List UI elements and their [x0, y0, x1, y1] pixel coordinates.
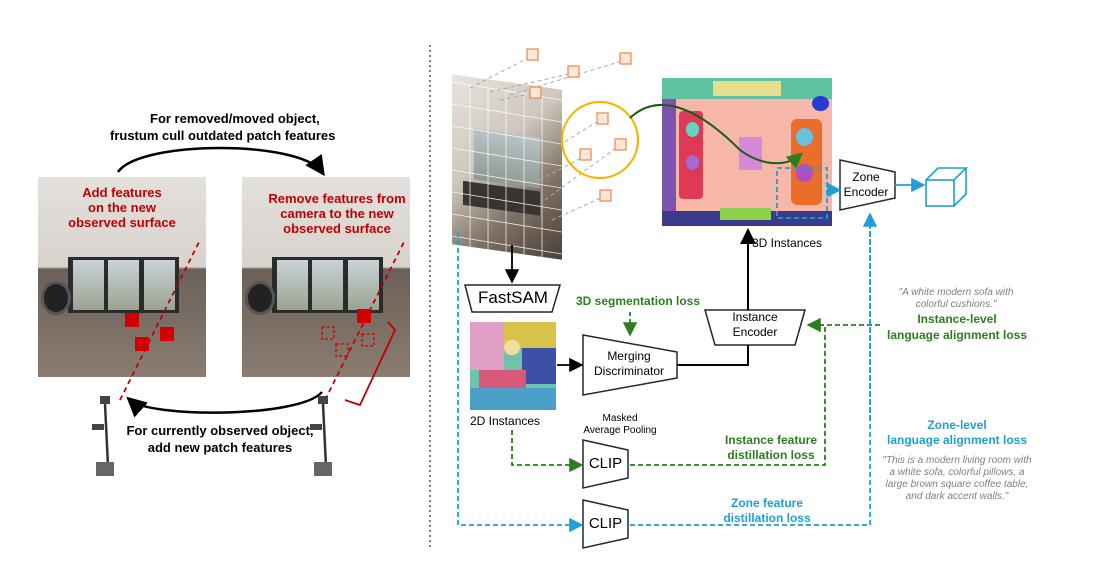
remove-label-line2: camera to the new: [280, 206, 394, 221]
zone-align-line1: Zone-level: [927, 418, 987, 432]
sofa-quote-line2: colorful cushions.": [915, 299, 997, 310]
top-caption-line2: frustum cull outdated patch features: [110, 128, 336, 143]
instances-2d-label: 2D Instances: [470, 414, 541, 428]
masked-pool-line1: Masked: [602, 413, 638, 424]
robot-camera-icon: [310, 396, 332, 476]
top-caption-line1: For removed/moved object,: [150, 111, 320, 126]
masked-pool-line2: Average Pooling: [583, 425, 657, 436]
zone-box: [776, 167, 828, 219]
instance-encoder-line2: Encoder: [732, 325, 778, 339]
removed-patch: [321, 326, 335, 340]
removed-patch: [361, 333, 375, 347]
add-label-line2: on the new: [88, 200, 156, 215]
fastsam-label: FastSAM: [478, 288, 548, 307]
bottom-caption-line2: add new patch features: [147, 440, 293, 455]
room-quote-line2: a white sofa, colorful pillows, a: [889, 467, 1025, 478]
room-quote-line3: large brown square coffee table,: [885, 479, 1029, 490]
room-photo-after: [242, 177, 410, 377]
instance-encoder-box: [704, 309, 806, 346]
zone-distill-line2: distillation loss: [723, 511, 811, 525]
room-quote-line4: and dark accent walls.": [905, 491, 1009, 502]
instance-align-line2: language alignment loss: [886, 328, 1028, 342]
sofa-quote-line1: "A white modern sofa with: [898, 287, 1014, 298]
cube-icon: [925, 167, 968, 207]
instances-3d-label: 3D Instances: [752, 236, 823, 250]
instance-align-line1: Instance-level: [917, 312, 997, 326]
zone-encoder-line2: Encoder: [843, 185, 889, 199]
patch-grid: [451, 81, 563, 271]
feature-patch: [135, 337, 149, 351]
merging-box: [582, 334, 678, 396]
green-link-curve: [629, 103, 804, 169]
zone-distill-path-left: [457, 232, 584, 533]
remove-label-line1: Remove features from: [268, 191, 406, 206]
seg-loss-label: 3D segmentation loss: [576, 294, 701, 308]
clip-label-2: CLIP: [588, 515, 623, 532]
zone-align-line2: language alignment loss: [886, 433, 1028, 447]
add-label-line3: observed surface: [68, 215, 176, 230]
feature-cubes: [469, 55, 626, 221]
feature-patch: [125, 313, 139, 327]
cube-icons: [526, 48, 632, 202]
zone-encoder-line1: Zone: [852, 170, 880, 184]
bottom-caption-line1: For currently observed object,: [126, 423, 314, 438]
instance-distill-line1: Instance feature: [724, 433, 818, 447]
instance-distill-to-encoder: [630, 317, 826, 466]
cube-highlight-circle: [560, 100, 640, 180]
merging-line1: Merging: [607, 349, 651, 363]
removed-patch: [335, 343, 349, 357]
instance-distill-path: [511, 430, 584, 473]
merge-to-encoder: [677, 345, 749, 366]
room-quote-line1: "This is a modern living room with: [882, 455, 1032, 466]
fastsam-output-image: [470, 322, 556, 410]
robot-camera-icon: [92, 396, 114, 476]
add-label-line1: Add features: [82, 185, 162, 200]
clip-label-1: CLIP: [588, 455, 623, 472]
zone-distill-line1: Zone feature: [730, 496, 803, 510]
merging-line2: Discriminator: [593, 364, 664, 378]
instance-encoder-line1: Instance: [732, 310, 778, 324]
bottom-arc-arrow: [126, 391, 323, 418]
zone-distill-path-right: [630, 212, 878, 526]
ray-line-1: [119, 239, 201, 401]
fastsam-box: [464, 284, 562, 313]
top-arc-arrow: [116, 146, 325, 177]
removal-bracket: [344, 321, 397, 407]
remove-label-line3: observed surface: [283, 221, 391, 236]
room-photo-before: [38, 177, 206, 377]
feature-patch: [160, 327, 174, 341]
ray-line-2: [324, 239, 406, 401]
instance-distill-line2: distillation loss: [727, 448, 815, 462]
feature-patch: [357, 309, 371, 323]
segmented-3d-scene: [662, 78, 832, 226]
